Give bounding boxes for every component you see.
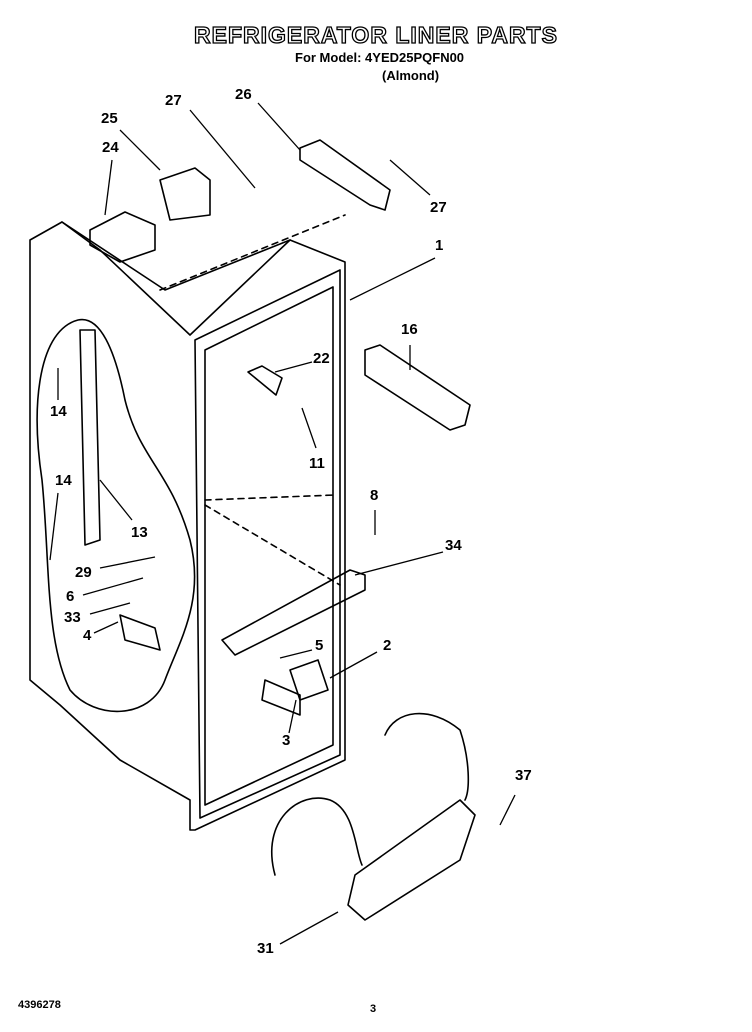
callout-31: 31 [257,940,274,957]
leader-34 [354,551,444,576]
leader-4 [93,621,119,634]
callout-2: 2 [383,637,392,654]
pan-wire-2 [384,712,470,801]
vent-part [89,211,156,263]
bracket-22 [247,365,283,396]
rail-34 [221,569,366,656]
doc-number: 4396278 [18,999,61,1011]
callout-27b: 27 [430,199,447,216]
callout-5: 5 [315,637,324,654]
liner-outline [29,221,346,831]
model-line: For Model: 4YED25PQFN00 [295,50,465,65]
callout-34: 34 [445,537,462,554]
leader-26 [257,102,301,151]
bracket-25 [159,167,211,221]
callout-4: 4 [83,627,92,644]
callout-3: 3 [282,732,291,749]
leader-31 [279,911,339,945]
callout-33: 33 [64,609,81,626]
support-16 [364,344,471,431]
callout-13: 13 [131,524,148,541]
leader-33 [89,602,131,615]
leader-27b [389,159,431,196]
leader-1 [349,257,436,301]
cover-26 [299,139,391,211]
color-line: (Almond) [382,68,440,83]
callout-8: 8 [370,487,379,504]
pan-31 [347,799,476,921]
callout-25: 25 [101,110,118,127]
leader-3 [288,699,297,734]
liner-top-edge [61,221,291,291]
callout-14b: 14 [55,472,72,489]
side-cutout [36,318,196,713]
leader-22 [274,361,313,373]
leader-13 [99,479,133,521]
callout-29: 29 [75,564,92,581]
leader-14b [49,492,59,561]
bracket-2 [289,659,329,701]
leader-6 [82,577,144,596]
pan-wire [270,797,363,876]
callout-22: 22 [313,350,330,367]
callout-14a: 14 [50,403,67,420]
liner-front-frame [194,269,341,819]
bracket-3 [261,679,301,716]
fold-line-mid [204,494,336,501]
callout-27: 27 [165,92,182,109]
page-number: 3 [370,1003,377,1015]
callout-26: 26 [235,86,252,103]
callout-11: 11 [309,455,325,472]
leader-27a [189,109,256,189]
leader-25 [119,129,161,171]
fold-line-top [159,214,346,291]
thermostat-4 [119,614,161,651]
page-title: REFRIGERATOR LINER PARTS [193,21,558,48]
leader-2 [329,651,378,679]
leader-24 [104,159,113,216]
callout-16: 16 [401,321,418,338]
leader-37 [499,794,516,826]
callout-24: 24 [102,139,119,156]
fold-line-low [204,504,341,586]
callout-6: 6 [66,588,75,605]
rail-part [79,329,101,546]
callout-1: 1 [435,237,444,254]
callout-37: 37 [515,767,532,784]
liner-front-frame-inner [204,286,334,806]
leader-11 [301,407,317,449]
leader-29 [99,556,156,569]
leader-5 [279,649,313,659]
